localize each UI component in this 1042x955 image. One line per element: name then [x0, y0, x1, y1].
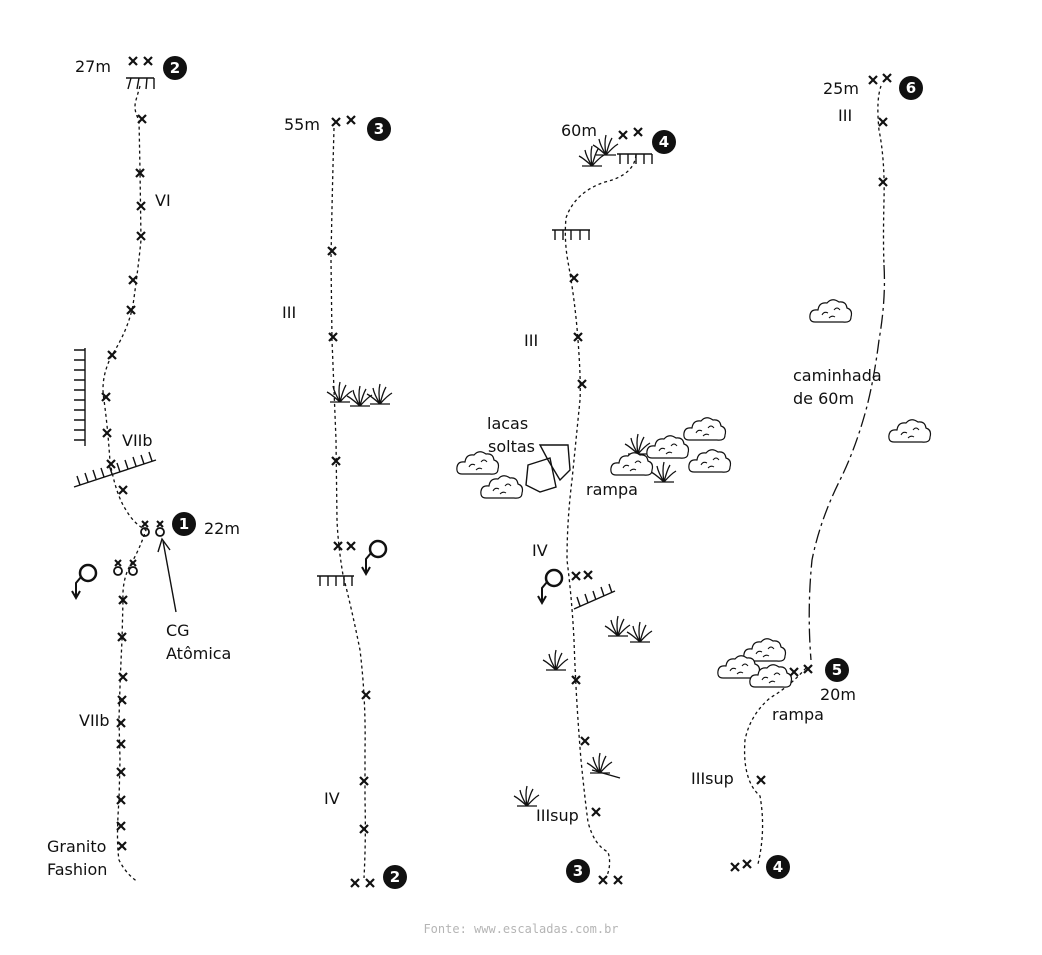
pitch-2: 3 55m 2 III IV [282, 114, 407, 889]
svg-text:3: 3 [573, 862, 583, 880]
note-label: CG [166, 621, 190, 640]
grade-label: III [838, 106, 852, 125]
pitch-length-label: 55m [284, 115, 320, 134]
belay-badge-3: 3 [367, 117, 391, 141]
arrow-icon [157, 537, 177, 613]
rappel-icon [536, 568, 564, 605]
svg-text:2: 2 [170, 59, 180, 77]
anchor-roof [317, 575, 354, 586]
belay-badge-5: 5 [825, 658, 849, 682]
svg-text:4: 4 [659, 133, 669, 151]
pitch-length-label: 22m [204, 519, 240, 538]
belay-badge-1: 1 [172, 512, 196, 536]
anchor-roof [552, 229, 590, 240]
grade-label: III [282, 303, 296, 322]
bolt-icon [568, 126, 644, 886]
grade-label: IIIsup [691, 769, 734, 788]
grade-label: IV [324, 789, 340, 808]
bolt-icon [326, 114, 376, 889]
pitch-3: 4 60m 3 III IV IIIsup lacas soltas rampa [456, 121, 732, 886]
belay-badge-4: 4 [652, 130, 676, 154]
overhang-diagonal-icon [73, 451, 157, 488]
svg-text:4: 4 [773, 858, 783, 876]
bolt-icon [100, 55, 154, 852]
belay-badge-6: 6 [899, 76, 923, 100]
grade-label: III [524, 331, 538, 350]
anchor-roof-top [617, 153, 653, 164]
pitch-4-route-line [743, 667, 807, 865]
grade-label: IV [532, 541, 548, 560]
belay-badge-3: 3 [566, 859, 590, 883]
feature-label: rampa [772, 705, 824, 724]
pitch-length-label: 60m [561, 121, 597, 140]
pitch-4: 6 25m 5 20m 4 III IIIsup caminhada de 60… [691, 72, 932, 879]
pitch-1: 2 27m 1 22m VI VIIb VIIb CG Atômica Gran… [47, 55, 240, 883]
route-name-label: Granito [47, 837, 106, 856]
piton-icon [113, 520, 165, 576]
pitch-4-route-line [877, 85, 885, 266]
route-name-label: Fashion [47, 860, 107, 879]
pitch-4-walk-line [808, 264, 886, 661]
pitch-2-route-line [330, 127, 366, 879]
note-label: Atômica [166, 644, 231, 663]
feature-label: de 60m [793, 389, 854, 408]
grade-label: IIIsup [536, 806, 579, 825]
pitch-length-label: 25m [823, 79, 859, 98]
svg-text:1: 1 [179, 515, 189, 533]
feature-label: caminhada [793, 366, 882, 385]
overhang-diagonal-icon [573, 583, 616, 610]
belay-badge-4: 4 [766, 855, 790, 879]
grade-label: VIIb [122, 431, 153, 450]
svg-text:5: 5 [832, 661, 842, 679]
svg-text:2: 2 [390, 868, 400, 886]
rappel-icon [360, 539, 388, 576]
grade-label: VIIb [79, 711, 110, 730]
svg-text:6: 6 [906, 79, 916, 97]
svg-text:3: 3 [374, 120, 384, 138]
feature-label: soltas [488, 437, 535, 456]
pitch-length-label: 27m [75, 57, 111, 76]
feature-label: rampa [586, 480, 638, 499]
grass-stem-line [591, 769, 621, 779]
belay-badge-2: 2 [383, 865, 407, 889]
pitch-3-route-line [564, 154, 637, 879]
grass-icon [326, 381, 393, 407]
rappel-icon [70, 563, 98, 600]
bush-icon [717, 299, 932, 688]
bolt-icon [729, 72, 893, 873]
feature-label: lacas [487, 414, 528, 433]
anchor-roof-top [126, 77, 155, 90]
source-credit: Fonte: www.escaladas.com.br [423, 922, 618, 936]
overhang-left-icon [74, 348, 86, 446]
belay-badge-2: 2 [163, 56, 187, 80]
pitch-length-label: 20m [820, 685, 856, 704]
flake-icon [525, 444, 571, 493]
grade-label: VI [155, 191, 171, 210]
